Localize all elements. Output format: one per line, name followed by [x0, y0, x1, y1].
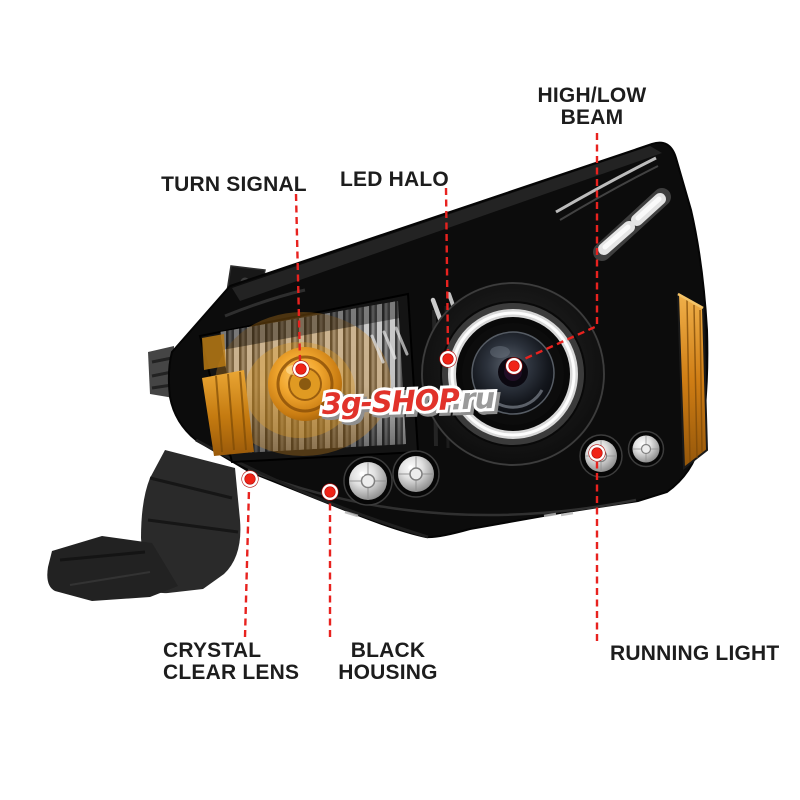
- watermark-tld: .ru: [451, 381, 495, 416]
- callout-black-housing-line2: HOUSING: [338, 661, 438, 684]
- callout-turn-signal-label: TURN SIGNAL: [161, 173, 307, 196]
- leader-line-turn-signal: [294, 193, 302, 362]
- callout-black-housing: BLACK HOUSING: [336, 640, 440, 684]
- watermark-shadow-name: 3g-SHOP: [324, 385, 463, 424]
- watermark-shadow: 3g-SHOP.ru: [324, 384, 498, 424]
- watermark-name: 3g-SHOP: [321, 382, 460, 421]
- callout-crystal-clear-lens-line1: CRYSTAL: [163, 639, 262, 662]
- mounting-bracket: [47, 450, 241, 601]
- halo-ring: [442, 303, 584, 445]
- callout-high-low-beam: HIGH/LOW BEAM: [512, 85, 672, 129]
- annotation-dot-black-housing: [321, 483, 339, 501]
- side-reflector: [676, 292, 709, 470]
- callout-led-halo-label: LED HALO: [340, 168, 449, 191]
- watermark-text: 3g-SHOP.ru: [321, 381, 495, 421]
- callout-high-low-beam-line2: BEAM: [560, 106, 624, 129]
- callout-led-halo: LED HALO: [340, 168, 449, 191]
- callout-running-light: RUNNING LIGHT: [610, 643, 785, 665]
- callout-crystal-clear-lens-line2: CLEAR LENS: [163, 661, 300, 684]
- callout-high-low-beam-line1: HIGH/LOW: [537, 84, 647, 107]
- annotation-dot-crystal-clear-lens: [241, 470, 259, 488]
- led-strip: [555, 156, 671, 261]
- callout-running-light-label: RUNNING LIGHT: [610, 642, 780, 665]
- callout-turn-signal: TURN SIGNAL: [158, 174, 310, 196]
- leader-line-led-halo: [444, 187, 450, 352]
- annotation-dot-led-halo: [439, 350, 457, 368]
- annotation-dot-turn-signal: [292, 360, 310, 378]
- watermark: 3g-SHOP.ru 3g-SHOP.ru: [318, 378, 501, 427]
- leader-line-crystal-clear-lens: [243, 488, 251, 638]
- parking-lights: [343, 450, 440, 506]
- leader-lines: [243, 133, 599, 641]
- callout-black-housing-line1: BLACK: [350, 639, 426, 662]
- annotation-dot-high-low-beam: [505, 357, 523, 375]
- watermark-shadow-tld: .ru: [454, 384, 498, 419]
- callout-crystal-clear-lens: CRYSTAL CLEAR LENS: [163, 640, 313, 684]
- leader-line-high-low-beam: [521, 133, 599, 362]
- annotation-dot-running-light: [588, 444, 606, 462]
- annotation-dots: [241, 350, 606, 501]
